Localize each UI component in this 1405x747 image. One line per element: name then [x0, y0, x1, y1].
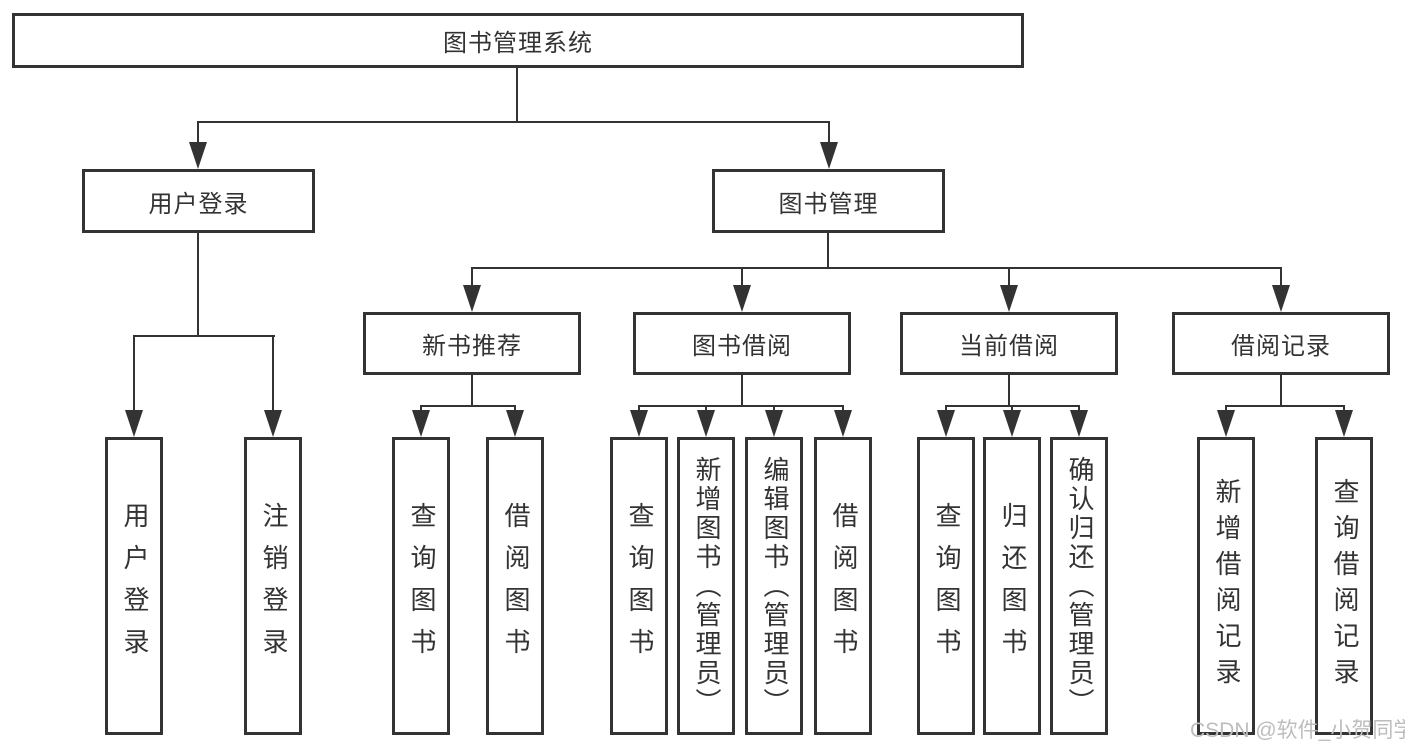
leaf-borrow-add-books-admin-label: 新增图书（管理员）: [691, 455, 722, 717]
connector-line: [1008, 267, 1010, 288]
leaf-logout-label: 注销登录: [258, 502, 289, 670]
arrow-down-icon: [506, 410, 524, 437]
arrow-down-icon: [463, 285, 481, 312]
node-book-borrow: 图书借阅: [633, 312, 851, 375]
connector-line: [827, 231, 829, 269]
connector-line: [1280, 373, 1282, 407]
leaf-borrow-query-books-label: 查询图书: [624, 502, 655, 670]
connector-line: [471, 373, 473, 407]
connector-line: [133, 335, 275, 337]
arrow-down-icon: [1217, 410, 1235, 437]
node-root-label: 图书管理系统: [443, 30, 593, 57]
leaf-borrow-borrow-books: 借阅图书: [814, 437, 872, 735]
connector-line: [945, 405, 947, 413]
node-current-borrow-label: 当前借阅: [959, 333, 1059, 360]
node-user-login: 用户登录: [82, 169, 315, 233]
arrow-down-icon: [1070, 410, 1088, 437]
node-book-mgmt: 图书管理: [712, 169, 945, 233]
node-new-books-label: 新书推荐: [422, 333, 522, 360]
connector-line: [197, 231, 199, 337]
leaf-recommend-borrow-books-label: 借阅图书: [500, 502, 531, 670]
node-current-borrow: 当前借阅: [900, 312, 1118, 375]
connector-line: [420, 405, 422, 413]
csdn-watermark: CSDN @软件_小贺同学: [1190, 719, 1405, 742]
connector-line: [197, 121, 830, 123]
arrow-down-icon: [733, 285, 751, 312]
node-borrow-records: 借阅记录: [1172, 312, 1390, 375]
leaf-records-query-record: 查询借阅记录: [1315, 437, 1373, 735]
arrow-down-icon: [1000, 285, 1018, 312]
arrow-down-icon: [765, 410, 783, 437]
arrow-down-icon: [125, 410, 143, 437]
leaf-records-add-record: 新增借阅记录: [1197, 437, 1255, 735]
arrow-down-icon: [189, 142, 207, 169]
arrow-down-icon: [937, 410, 955, 437]
leaf-borrow-add-books-admin: 新增图书（管理员）: [677, 437, 735, 735]
connector-line: [1225, 405, 1345, 407]
arrow-down-icon: [412, 410, 430, 437]
arrow-down-icon: [1272, 285, 1290, 312]
arrow-down-icon: [834, 410, 852, 437]
connector-line: [741, 267, 743, 288]
connector-line: [197, 121, 199, 146]
arrow-down-icon: [697, 410, 715, 437]
leaf-user-login-label: 用户登录: [119, 502, 150, 670]
connector-line: [272, 335, 274, 412]
connector-line: [638, 405, 640, 413]
connector-line: [514, 405, 516, 413]
connector-line: [773, 405, 775, 413]
node-user-login-label: 用户登录: [148, 190, 249, 218]
leaf-recommend-query-books: 查询图书: [392, 437, 450, 735]
leaf-user-login: 用户登录: [105, 437, 163, 735]
connector-line: [705, 405, 707, 413]
leaf-borrow-query-books: 查询图书: [610, 437, 668, 735]
leaf-records-query-record-label: 查询借阅记录: [1329, 478, 1360, 694]
leaf-current-return-books: 归还图书: [983, 437, 1041, 735]
connector-line: [471, 267, 473, 288]
leaf-logout: 注销登录: [244, 437, 302, 735]
leaf-current-return-books-label: 归还图书: [997, 502, 1028, 670]
connector-line: [516, 66, 518, 123]
leaf-current-confirm-return-admin-label: 确认归还（管理员）: [1064, 455, 1095, 717]
connector-line: [842, 405, 844, 413]
node-book-borrow-label: 图书借阅: [692, 333, 792, 360]
arrow-down-icon: [630, 410, 648, 437]
node-book-mgmt-label: 图书管理: [778, 190, 879, 218]
arrow-down-icon: [1335, 410, 1353, 437]
connector-line: [471, 267, 1282, 269]
connector-line: [741, 373, 743, 407]
connector-line: [638, 405, 844, 407]
connector-line: [828, 121, 830, 146]
arrow-down-icon: [264, 410, 282, 437]
leaf-recommend-query-books-label: 查询图书: [406, 502, 437, 670]
leaf-current-query-books-label: 查询图书: [931, 502, 962, 670]
arrow-down-icon: [1003, 410, 1021, 437]
connector-line: [133, 335, 135, 412]
leaf-borrow-borrow-books-label: 借阅图书: [828, 502, 859, 670]
connector-line: [1343, 405, 1345, 413]
leaf-current-confirm-return-admin: 确认归还（管理员）: [1050, 437, 1108, 735]
leaf-borrow-edit-books-admin: 编辑图书（管理员）: [745, 437, 803, 735]
arrow-down-icon: [820, 142, 838, 169]
leaf-records-add-record-label: 新增借阅记录: [1211, 478, 1242, 694]
connector-line: [1280, 267, 1282, 288]
connector-line: [1008, 373, 1010, 407]
node-root: 图书管理系统: [12, 13, 1024, 68]
node-borrow-records-label: 借阅记录: [1231, 333, 1331, 360]
connector-line: [1078, 405, 1080, 413]
connector-line: [1225, 405, 1227, 413]
connector-line: [1011, 405, 1013, 413]
leaf-recommend-borrow-books: 借阅图书: [486, 437, 544, 735]
connector-line: [420, 405, 516, 407]
node-new-books: 新书推荐: [363, 312, 581, 375]
leaf-current-query-books: 查询图书: [917, 437, 975, 735]
leaf-borrow-edit-books-admin-label: 编辑图书（管理员）: [759, 455, 790, 717]
